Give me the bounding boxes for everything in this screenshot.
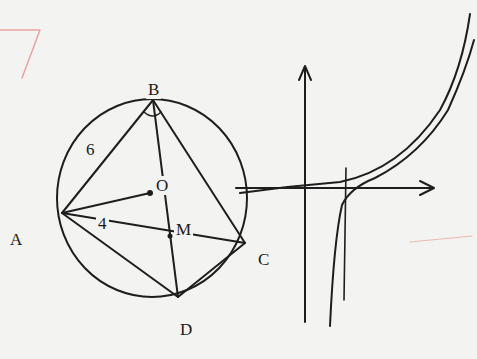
- triangle: [62, 100, 245, 243]
- y-axis: [299, 66, 311, 322]
- curve: [330, 40, 474, 326]
- radius-line: [62, 193, 150, 213]
- red-mark: [0, 30, 40, 78]
- point-label: O: [154, 176, 170, 195]
- curve: [240, 14, 470, 193]
- quadrilateral-side: [62, 213, 245, 297]
- red-mark: [410, 236, 472, 242]
- asymptote: [344, 168, 346, 300]
- point-label: B: [146, 80, 161, 99]
- point-label: C: [256, 250, 271, 269]
- point-dot: [147, 190, 153, 196]
- length-label: 4: [96, 214, 109, 233]
- circle: [57, 99, 247, 297]
- point-label: M: [174, 220, 193, 239]
- length-label: 6: [84, 140, 97, 159]
- point-label: D: [178, 320, 194, 339]
- angle-arc: [144, 112, 161, 116]
- point-label: A: [8, 230, 24, 249]
- point-dot: [168, 234, 173, 239]
- diameter-line: [153, 100, 178, 297]
